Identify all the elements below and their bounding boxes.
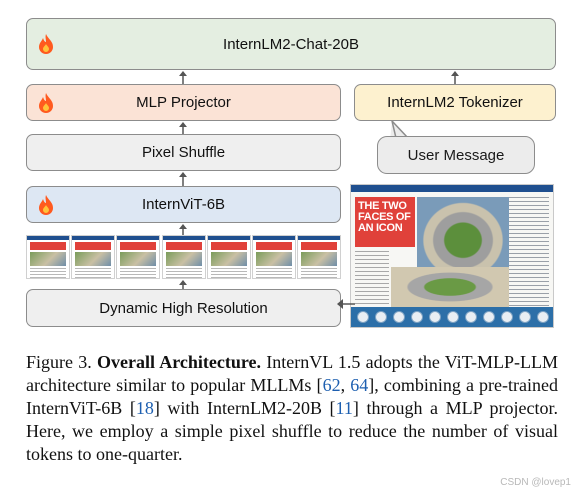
fire-icon <box>37 33 55 55</box>
citation-link[interactable]: 11 <box>335 398 353 418</box>
image-side-column <box>509 197 549 307</box>
tile-image <box>75 252 112 266</box>
llm-label: InternLM2-Chat-20B <box>223 35 359 53</box>
tile-text-lines <box>75 268 112 278</box>
tile-image <box>255 252 292 266</box>
footer-dot <box>537 311 549 323</box>
image-title-block <box>355 197 415 247</box>
tile-text-lines <box>30 268 66 278</box>
image-tile <box>206 235 251 279</box>
footer-dot <box>447 311 459 323</box>
tile-header <box>252 236 295 240</box>
arrow-up-icon <box>179 172 187 186</box>
tile-text-lines <box>255 268 292 278</box>
footer-dot <box>429 311 441 323</box>
footer-dot <box>357 311 369 323</box>
footer-dot <box>393 311 405 323</box>
caption-text: ] with InternLM2-20B [ <box>153 398 336 418</box>
footer-dot <box>501 311 513 323</box>
llm-box: InternLM2-Chat-20B <box>26 18 556 70</box>
tile-title-block <box>120 242 157 250</box>
arrow-up-icon <box>451 71 459 84</box>
arrow-up-icon <box>179 224 187 235</box>
footer-dot <box>483 311 495 323</box>
tile-image <box>30 252 66 266</box>
stadium-illustration <box>417 197 509 269</box>
image-tile <box>116 235 161 279</box>
tile-text-lines <box>165 268 202 278</box>
tile-text-lines <box>120 268 157 278</box>
image-header-bar <box>351 185 553 192</box>
caption-text: ] through a MLP projector. Here, we empl… <box>26 398 559 464</box>
image-text-column <box>355 251 389 307</box>
caption-text: ], combining a pre-trained InternViT-6B … <box>26 375 559 418</box>
tile-header <box>72 236 115 240</box>
tile-title-block <box>165 242 202 250</box>
image-tile <box>71 235 116 279</box>
citation-link[interactable]: 62 <box>322 375 341 395</box>
footer-dot <box>375 311 387 323</box>
caption-text: , <box>340 375 351 395</box>
stadium-illustration-2 <box>391 267 509 307</box>
dynamic-high-resolution-box: Dynamic High Resolution <box>26 289 341 327</box>
tile-header <box>207 236 250 240</box>
vit-label: InternViT-6B <box>141 196 226 213</box>
arrow-up-icon <box>179 71 187 84</box>
tile-title-block <box>301 242 337 250</box>
image-tile <box>26 235 70 279</box>
tile-image <box>301 252 337 266</box>
arrow-left-icon <box>337 299 355 309</box>
tile-image <box>165 252 202 266</box>
arrow-up-icon <box>179 122 187 134</box>
user-message-bubble: User Message <box>377 136 535 174</box>
tile-image <box>120 252 157 266</box>
tile-header <box>298 236 340 240</box>
figure-caption: Figure 3. Overall Architecture. InternVL… <box>26 351 558 466</box>
mlp-label: MLP Projector <box>136 94 231 111</box>
tile-header <box>117 236 160 240</box>
image-tile <box>251 235 296 279</box>
pixel-shuffle-box: Pixel Shuffle <box>26 134 341 171</box>
image-tile <box>297 235 341 279</box>
caption-text: InternVL 1.5 adopts the ViT-MLP-LLM arch… <box>26 352 558 395</box>
citation-link[interactable]: 18 <box>135 398 154 418</box>
mlp-projector-box: MLP Projector <box>26 84 341 121</box>
tile-text-lines <box>210 268 247 278</box>
tokenizer-box: InternLM2 Tokenizer <box>354 84 556 121</box>
tile-image <box>210 252 247 266</box>
footer-dot <box>465 311 477 323</box>
citation-link[interactable]: 64 <box>350 375 369 395</box>
tile-title-block <box>255 242 292 250</box>
tile-header <box>162 236 205 240</box>
input-image: THE TWO FACES OF AN ICON <box>350 184 554 328</box>
arrow-up-icon <box>179 280 187 289</box>
user-message-label: User Message <box>407 146 505 164</box>
watermark: CSDN @lovep1 <box>500 477 571 488</box>
vit-box: InternViT-6B <box>26 186 341 223</box>
tile-title-block <box>30 242 66 250</box>
tile-header <box>27 236 69 240</box>
fire-icon <box>37 194 55 216</box>
fire-icon <box>37 92 55 114</box>
tokenizer-label: InternLM2 Tokenizer <box>387 94 523 111</box>
pixel-shuffle-label: Pixel Shuffle <box>141 144 226 161</box>
image-title: THE TWO FACES OF AN ICON <box>358 200 411 234</box>
figure-label: Figure 3. <box>26 352 92 372</box>
tile-title-block <box>210 242 247 250</box>
image-tile <box>161 235 206 279</box>
caption-title: Overall Architecture. <box>97 352 262 372</box>
footer-dot <box>519 311 531 323</box>
tile-text-lines <box>301 268 337 278</box>
dhr-label: Dynamic High Resolution <box>99 299 268 317</box>
tile-title-block <box>75 242 112 250</box>
footer-dot <box>411 311 423 323</box>
